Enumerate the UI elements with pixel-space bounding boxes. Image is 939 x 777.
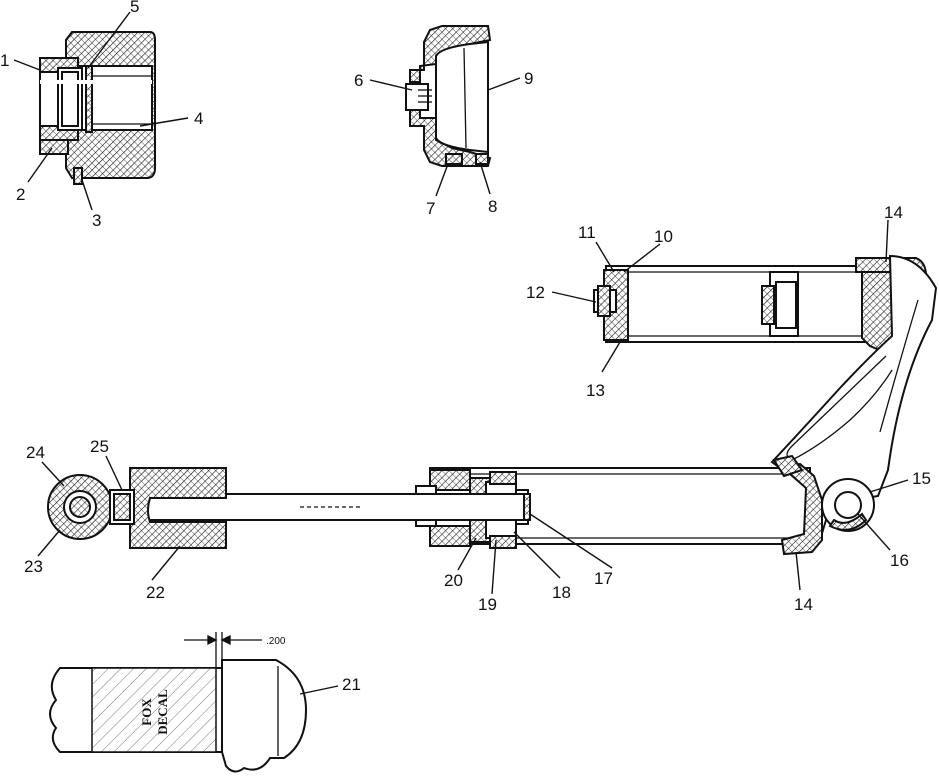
callout-9: 9 <box>524 69 533 88</box>
callout-15: 15 <box>912 469 931 488</box>
callout-11: 11 <box>578 223 596 242</box>
callout-18: 18 <box>552 583 571 602</box>
decal-label-line1: FOX <box>139 698 154 726</box>
callout-4: 4 <box>194 109 203 128</box>
end-cap-assembly <box>405 25 492 167</box>
callout-24: 24 <box>26 443 45 462</box>
bumper-22 <box>129 467 227 549</box>
reservoir-assembly <box>593 257 928 354</box>
callout-10: 10 <box>654 227 673 246</box>
dimension-label: .200 <box>266 636 286 647</box>
callout-8: 8 <box>488 197 497 216</box>
callout-17: 17 <box>594 569 613 588</box>
callout-21: 21 <box>342 675 361 694</box>
callout-16: 16 <box>890 551 909 570</box>
leader-lines <box>13 11 909 695</box>
callout-7: 7 <box>426 199 435 218</box>
decal-label-line2: DECAL <box>155 689 170 735</box>
callouts: 1 2 3 4 5 6 7 8 9 10 11 12 13 14 15 16 1… <box>0 0 931 694</box>
decal-view <box>49 632 308 773</box>
callout-3: 3 <box>92 211 101 230</box>
callout-12: 12 <box>526 283 545 302</box>
callout-6: 6 <box>354 71 363 90</box>
callout-2: 2 <box>16 185 25 204</box>
callout-22: 22 <box>146 583 165 602</box>
decal-label: FOX DECAL <box>139 689 170 735</box>
callout-14-top: 14 <box>884 203 903 222</box>
callout-13: 13 <box>586 381 605 400</box>
callout-25: 25 <box>90 437 109 456</box>
callout-19: 19 <box>478 595 497 614</box>
callout-23: 23 <box>24 557 43 576</box>
bushing-assembly <box>39 31 156 185</box>
eyelet-assembly <box>47 474 135 540</box>
callout-14-bottom: 14 <box>794 595 813 614</box>
callout-20: 20 <box>444 571 463 590</box>
callout-5: 5 <box>130 0 139 16</box>
callout-1: 1 <box>0 51 9 70</box>
